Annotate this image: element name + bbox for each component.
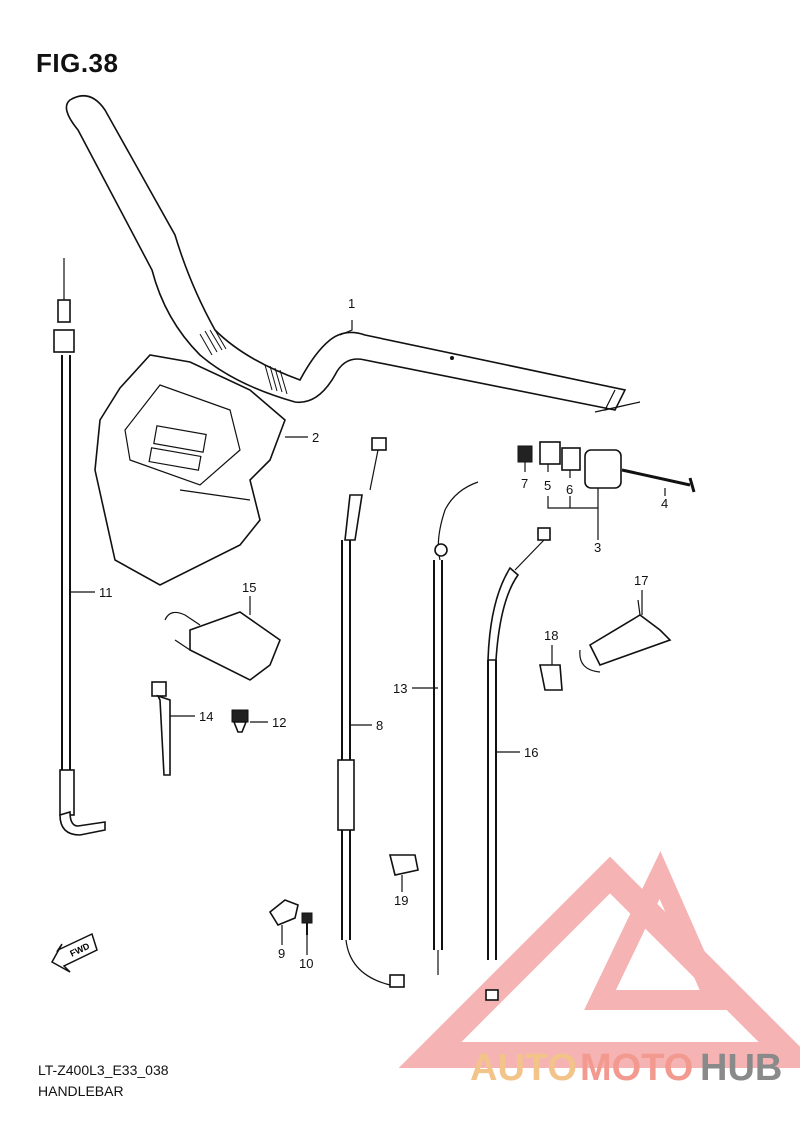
watermark-text: AUTO MOTO HUB [470, 1047, 782, 1089]
throttle-cable-part [53, 258, 106, 836]
callout-4: 4 [661, 496, 668, 511]
callout-19: 19 [394, 893, 408, 908]
callout-18: 18 [544, 628, 558, 643]
callout-10: 10 [299, 956, 313, 971]
callout-3: 3 [594, 540, 601, 555]
bolt-part-10 [301, 912, 313, 935]
section-name: HANDLEBAR [38, 1083, 124, 1099]
cable-part-13 [433, 481, 479, 975]
holder-part-17 [579, 599, 672, 673]
cable-bracket-part [164, 611, 281, 681]
cable-part-8 [337, 437, 405, 988]
cable-part-16 [485, 527, 551, 1001]
callout-5: 5 [544, 478, 551, 493]
clamp-part-19 [388, 854, 419, 876]
fwd-arrow-icon: FWD [50, 932, 98, 973]
callout-8: 8 [376, 718, 383, 733]
clamp-part-12 [231, 709, 249, 733]
watermark-hub: HUB [700, 1047, 782, 1089]
clamp-part-18 [539, 664, 563, 691]
watermark-auto: AUTO [470, 1047, 577, 1089]
model-code: LT-Z400L3_E33_038 [38, 1062, 169, 1078]
callout-numbers: 1 2 3 4 5 6 7 8 9 10 11 12 13 14 15 16 1… [99, 296, 668, 971]
tie-strap-part [151, 681, 171, 776]
callout-11: 11 [99, 585, 113, 600]
callout-1: 1 [348, 296, 355, 311]
bar-end-parts [517, 441, 696, 493]
callout-6: 6 [566, 482, 573, 497]
handlebar-cover-part [94, 354, 286, 586]
callout-16: 16 [524, 745, 538, 760]
watermark-logo [398, 851, 800, 1068]
figure-title: FIG.38 [36, 48, 119, 78]
watermark-moto: MOTO [580, 1047, 693, 1089]
callout-7: 7 [521, 476, 528, 491]
callout-15: 15 [242, 580, 256, 595]
callout-17: 17 [634, 573, 648, 588]
guide-part-9 [268, 899, 299, 926]
callout-9: 9 [278, 946, 285, 961]
callout-12: 12 [272, 715, 286, 730]
callout-2: 2 [312, 430, 319, 445]
callout-14: 14 [199, 709, 213, 724]
handlebar-part [65, 94, 641, 413]
callout-13: 13 [393, 681, 407, 696]
leader-lines [70, 320, 666, 955]
